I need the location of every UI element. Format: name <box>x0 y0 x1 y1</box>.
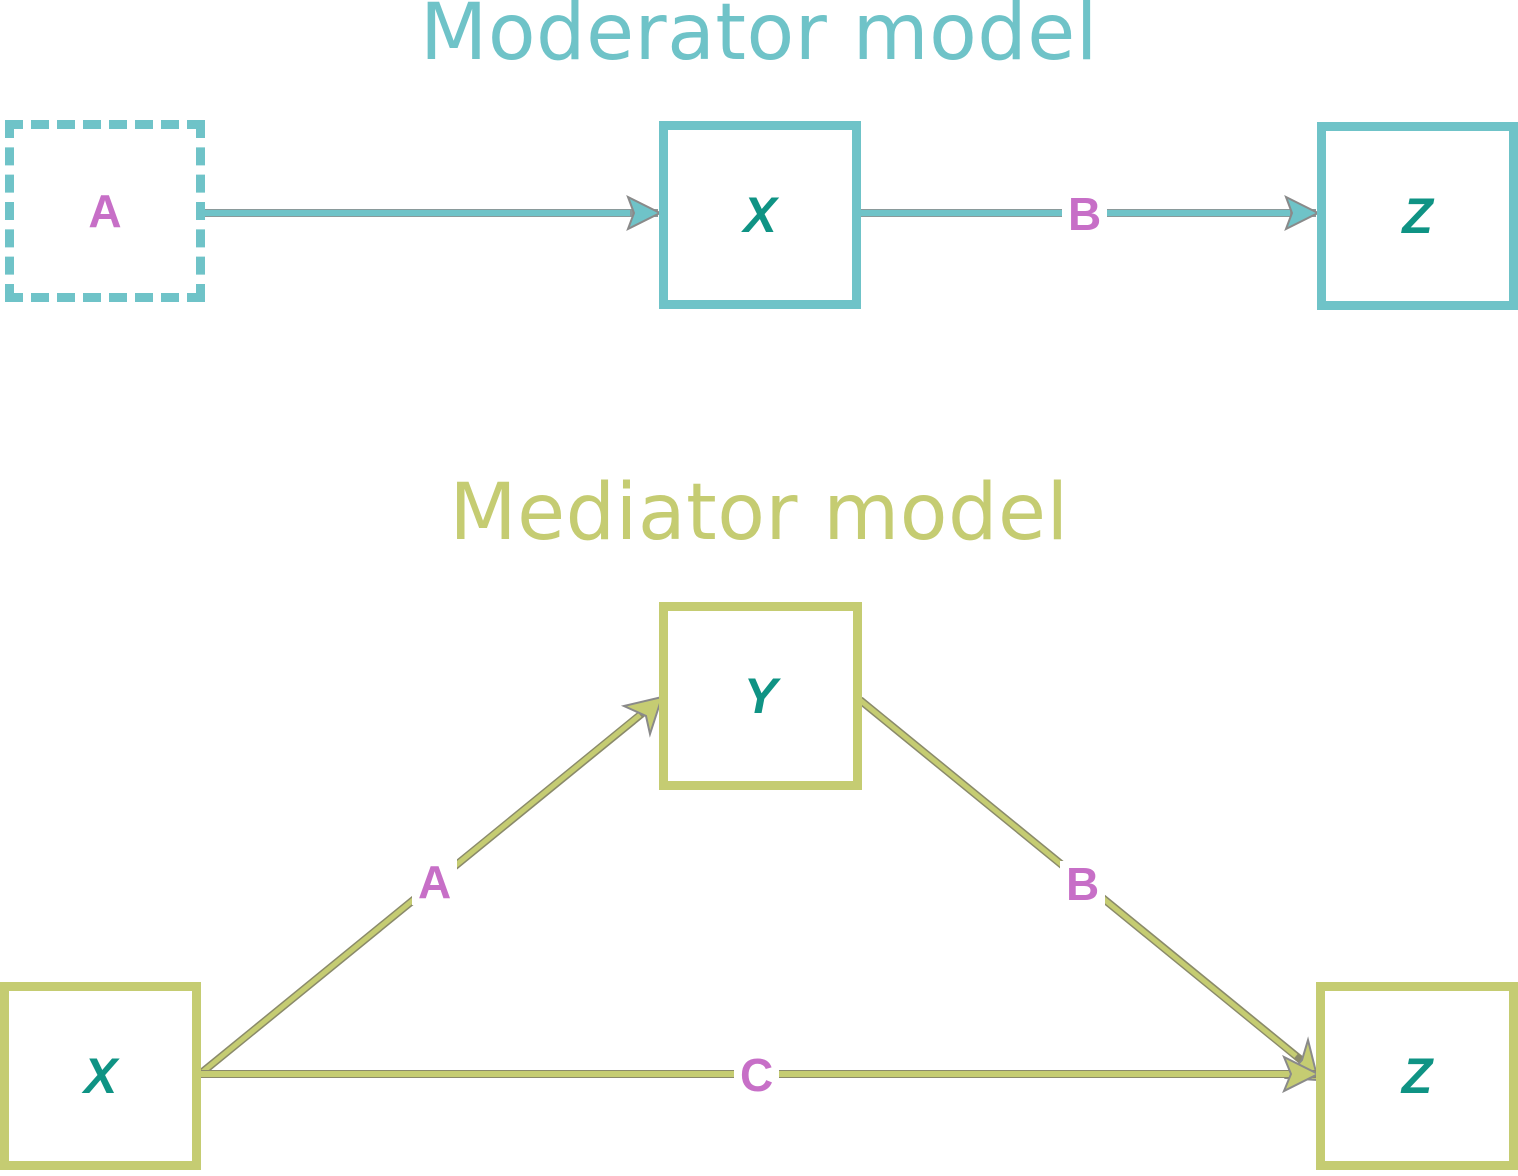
moderator-model-title: Moderator model <box>420 0 1098 78</box>
moderator-node-z-label: Z <box>1402 188 1433 244</box>
mediator-node-z: Z <box>1316 982 1518 1170</box>
moderator-node-a-label: A <box>88 185 122 237</box>
mediator-node-x: X <box>0 982 201 1170</box>
mediator-node-x-label: X <box>83 1048 118 1104</box>
moderator-edge-label-b: B <box>1062 191 1108 237</box>
mediator-edge-label-a: A <box>412 859 458 905</box>
moderator-node-x: X <box>659 121 861 309</box>
moderator-arrow-a-to-x <box>203 194 663 232</box>
mediator-node-z-label: Z <box>1401 1048 1433 1104</box>
mediator-node-y: Y <box>659 602 862 790</box>
moderator-node-z: Z <box>1317 122 1518 310</box>
moderator-node-x-label: X <box>743 187 777 243</box>
mediator-node-y-label: Y <box>743 668 778 724</box>
mediator-model-title: Mediator model <box>449 468 1069 558</box>
moderator-node-a: A <box>5 120 205 302</box>
mediator-edge-label-b: B <box>1060 861 1106 907</box>
mediator-edge-label-c: C <box>734 1052 780 1098</box>
